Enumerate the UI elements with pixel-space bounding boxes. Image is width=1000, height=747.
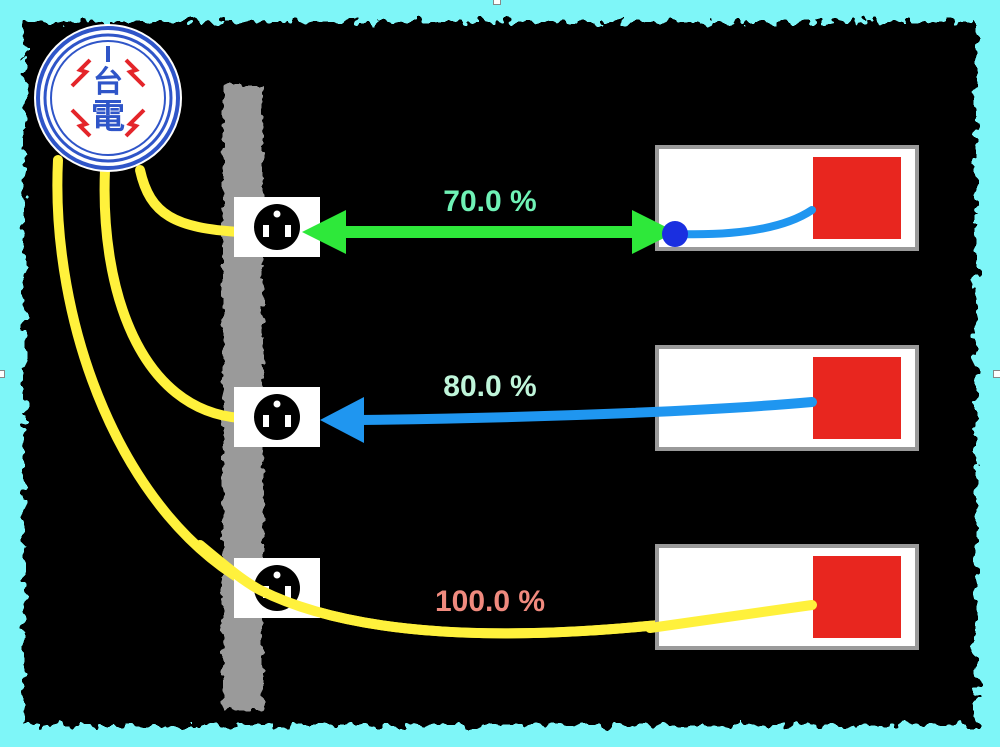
resize-handle-right[interactable]	[993, 370, 1000, 378]
arrowhead-left-icon	[320, 397, 364, 443]
resize-handle-top[interactable]	[493, 0, 501, 5]
wire-outlet-2	[99, 165, 245, 423]
device-indicator	[813, 357, 901, 439]
device-indicator	[813, 157, 901, 239]
device-indicator	[813, 556, 901, 638]
link-2-shaft	[355, 397, 817, 425]
terminal-dot	[662, 221, 688, 247]
link-1-label: 70.0 %	[443, 185, 536, 218]
link-2-label: 80.0 %	[443, 370, 536, 403]
logo-glyph-bottom: 電	[91, 97, 125, 137]
wire-device-3-end	[645, 600, 817, 633]
outlet-2[interactable]	[234, 387, 320, 447]
device-3[interactable]	[655, 544, 919, 650]
device-1-cable	[671, 206, 816, 239]
arrowhead-right-icon	[632, 210, 676, 254]
link-2	[320, 397, 817, 443]
link-3-label: 100.0 %	[435, 585, 545, 618]
logo-glyph-top: 台	[93, 65, 123, 100]
wire-outlet-1	[135, 165, 245, 237]
taipower-logo: 台 電	[34, 24, 182, 172]
resize-handle-left[interactable]	[0, 370, 5, 378]
lightning-bolt-icon	[70, 58, 146, 138]
link-1	[302, 206, 816, 254]
socket-icon	[254, 394, 300, 440]
socket-icon	[254, 204, 300, 250]
arrowhead-left-icon	[302, 210, 346, 254]
outlet-1[interactable]	[234, 197, 320, 257]
device-2[interactable]	[655, 345, 919, 451]
